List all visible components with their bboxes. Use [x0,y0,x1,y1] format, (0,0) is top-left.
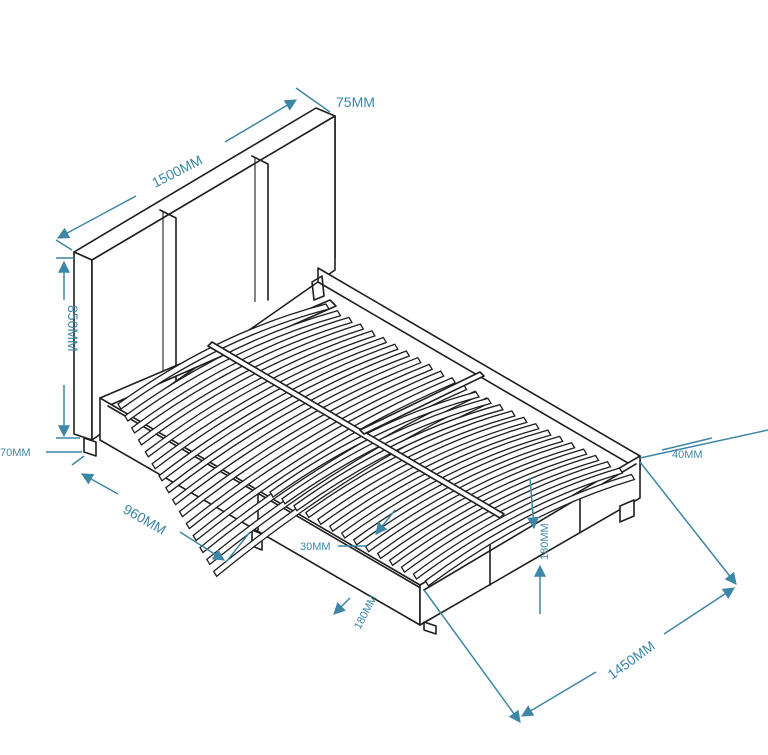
label-headboard-depth: 75MM [336,94,375,110]
slat [137,323,365,446]
slat [164,350,411,494]
slat [144,330,376,458]
slat [400,461,612,574]
slat [117,303,331,410]
label-rail-height-front: 180MM [352,593,380,631]
slat-group [117,303,636,587]
slat [130,316,353,434]
slat [192,376,457,542]
slat [123,309,342,422]
slat [328,422,540,533]
label-slat-gap: 30MM [300,541,331,553]
slat [305,410,516,519]
slat [151,336,388,470]
slat [185,370,445,530]
slat [364,441,576,553]
label-rail-thickness: 40MM [672,449,703,461]
slat [340,429,552,539]
slat [158,343,399,482]
dimension-lines [46,87,768,723]
slat [352,435,564,546]
slat [412,467,624,580]
slat [281,397,492,505]
slat [388,454,600,567]
label-headboard-height: 850MM [65,305,81,352]
label-leg-height: 70MM [0,447,31,459]
label-frame-width: 1450MM [604,637,657,682]
label-rail-height-right: 180MM [539,523,551,560]
label-length-segment: 960MM [121,501,169,538]
bed-frame [99,267,641,635]
headboard [73,107,336,457]
slat [171,356,422,506]
slat [424,473,636,587]
slat [293,403,504,512]
slat [178,363,434,518]
slat [316,416,528,526]
center-support [207,341,505,519]
slat [269,391,481,498]
slat [376,448,588,560]
